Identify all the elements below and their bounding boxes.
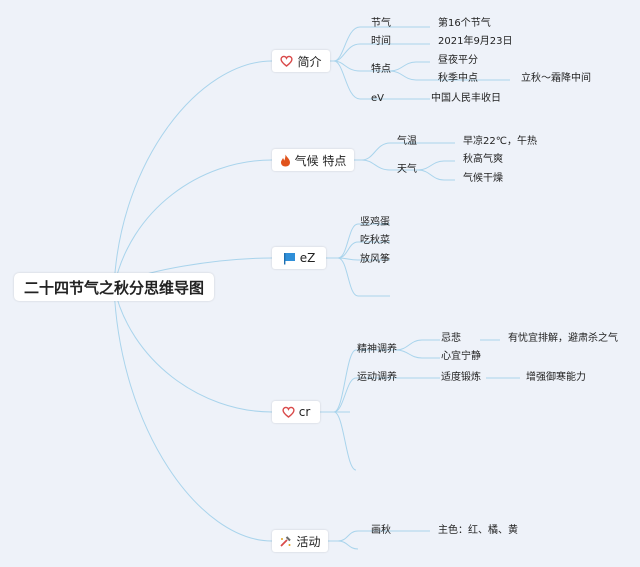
topic-node[interactable]: 气候干燥: [463, 173, 503, 184]
flag-icon: [283, 252, 296, 265]
link-root-intro: [113, 60, 273, 288]
topic-node[interactable]: 主色：红、橘、黄: [438, 525, 518, 536]
topic-node[interactable]: 第16个节气: [438, 18, 491, 29]
topic-node[interactable]: 节气: [371, 18, 391, 29]
topic-node[interactable]: 立秋～霜降中间: [521, 73, 591, 84]
heart-icon: [280, 55, 294, 67]
topic-node[interactable]: 中国人民丰收日: [431, 93, 501, 104]
topic-node[interactable]: 气温: [397, 136, 417, 147]
topic-node[interactable]: 画秋: [371, 525, 391, 536]
topic-node[interactable]: 天气: [397, 164, 417, 175]
link-root-activity: [113, 286, 273, 542]
branch-climate[interactable]: 气候 特点: [272, 149, 354, 171]
link-root-climate: [113, 159, 273, 288]
branch-label: 气候 特点: [294, 153, 347, 168]
topic-node[interactable]: 早凉22℃，午热: [463, 136, 537, 147]
branch-customs[interactable]: eZ: [272, 247, 326, 269]
topic-node[interactable]: 昼夜平分: [438, 55, 478, 66]
branch-label: cr: [298, 405, 311, 419]
branch-label: 活动: [296, 534, 321, 549]
topic-node[interactable]: 吃秋菜: [360, 235, 390, 246]
topic-node[interactable]: 特点: [371, 64, 391, 75]
topic-node[interactable]: 运动调养: [357, 372, 397, 383]
tool-icon: [279, 535, 292, 548]
topic-node[interactable]: 增强御寒能力: [526, 372, 586, 383]
topic-node[interactable]: 精神调养: [357, 344, 397, 355]
branch-activities[interactable]: 活动: [272, 530, 328, 552]
topic-node[interactable]: 2021年9月23日: [438, 36, 513, 47]
topic-node[interactable]: 适度锻炼: [441, 372, 481, 383]
topic-node[interactable]: eV: [371, 93, 384, 104]
branch-health[interactable]: cr: [272, 401, 320, 423]
root-topic[interactable]: 二十四节气之秋分思维导图: [14, 273, 214, 301]
branch-label: 简介: [297, 54, 322, 69]
branch-label: eZ: [299, 251, 316, 265]
topic-node[interactable]: 心宜宁静: [441, 351, 481, 362]
branch-intro[interactable]: 简介: [272, 50, 330, 72]
topic-node[interactable]: 有忧宜排解，避肃杀之气: [508, 333, 618, 344]
topic-node[interactable]: 秋季中点: [438, 73, 478, 84]
topic-node[interactable]: 时间: [371, 36, 391, 47]
topic-node[interactable]: 放风筝: [360, 254, 390, 265]
heart-icon: [282, 406, 295, 418]
link-root-health: [113, 286, 273, 413]
fire-icon: [280, 154, 291, 167]
topic-node[interactable]: 忌悲: [441, 333, 461, 344]
topic-node[interactable]: 竖鸡蛋: [360, 217, 390, 228]
topic-node[interactable]: 秋高气爽: [463, 154, 503, 165]
